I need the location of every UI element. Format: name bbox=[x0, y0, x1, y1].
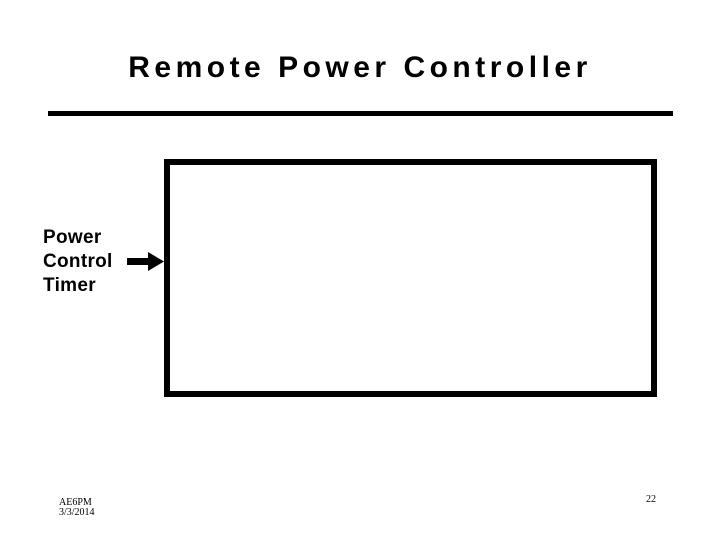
arrow-shaft bbox=[127, 258, 149, 265]
page-number: 22 bbox=[646, 494, 656, 505]
label-line-control: Control bbox=[43, 251, 113, 272]
footer-callsign: AE6PM bbox=[59, 497, 92, 508]
right-arrow-icon bbox=[127, 252, 164, 271]
slide-footer: AE6PM 3/3/2014 bbox=[59, 498, 95, 518]
title-underline bbox=[48, 111, 673, 116]
label-line-power: Power bbox=[43, 227, 102, 248]
slide-title: Remote Power Controller bbox=[128, 51, 592, 84]
footer-date: 3/3/2014 bbox=[59, 507, 95, 518]
arrow-head bbox=[148, 252, 164, 271]
diagram-box bbox=[164, 159, 657, 397]
power-control-timer-label: Power Control Timer bbox=[43, 226, 113, 298]
label-line-timer: Timer bbox=[43, 275, 96, 296]
